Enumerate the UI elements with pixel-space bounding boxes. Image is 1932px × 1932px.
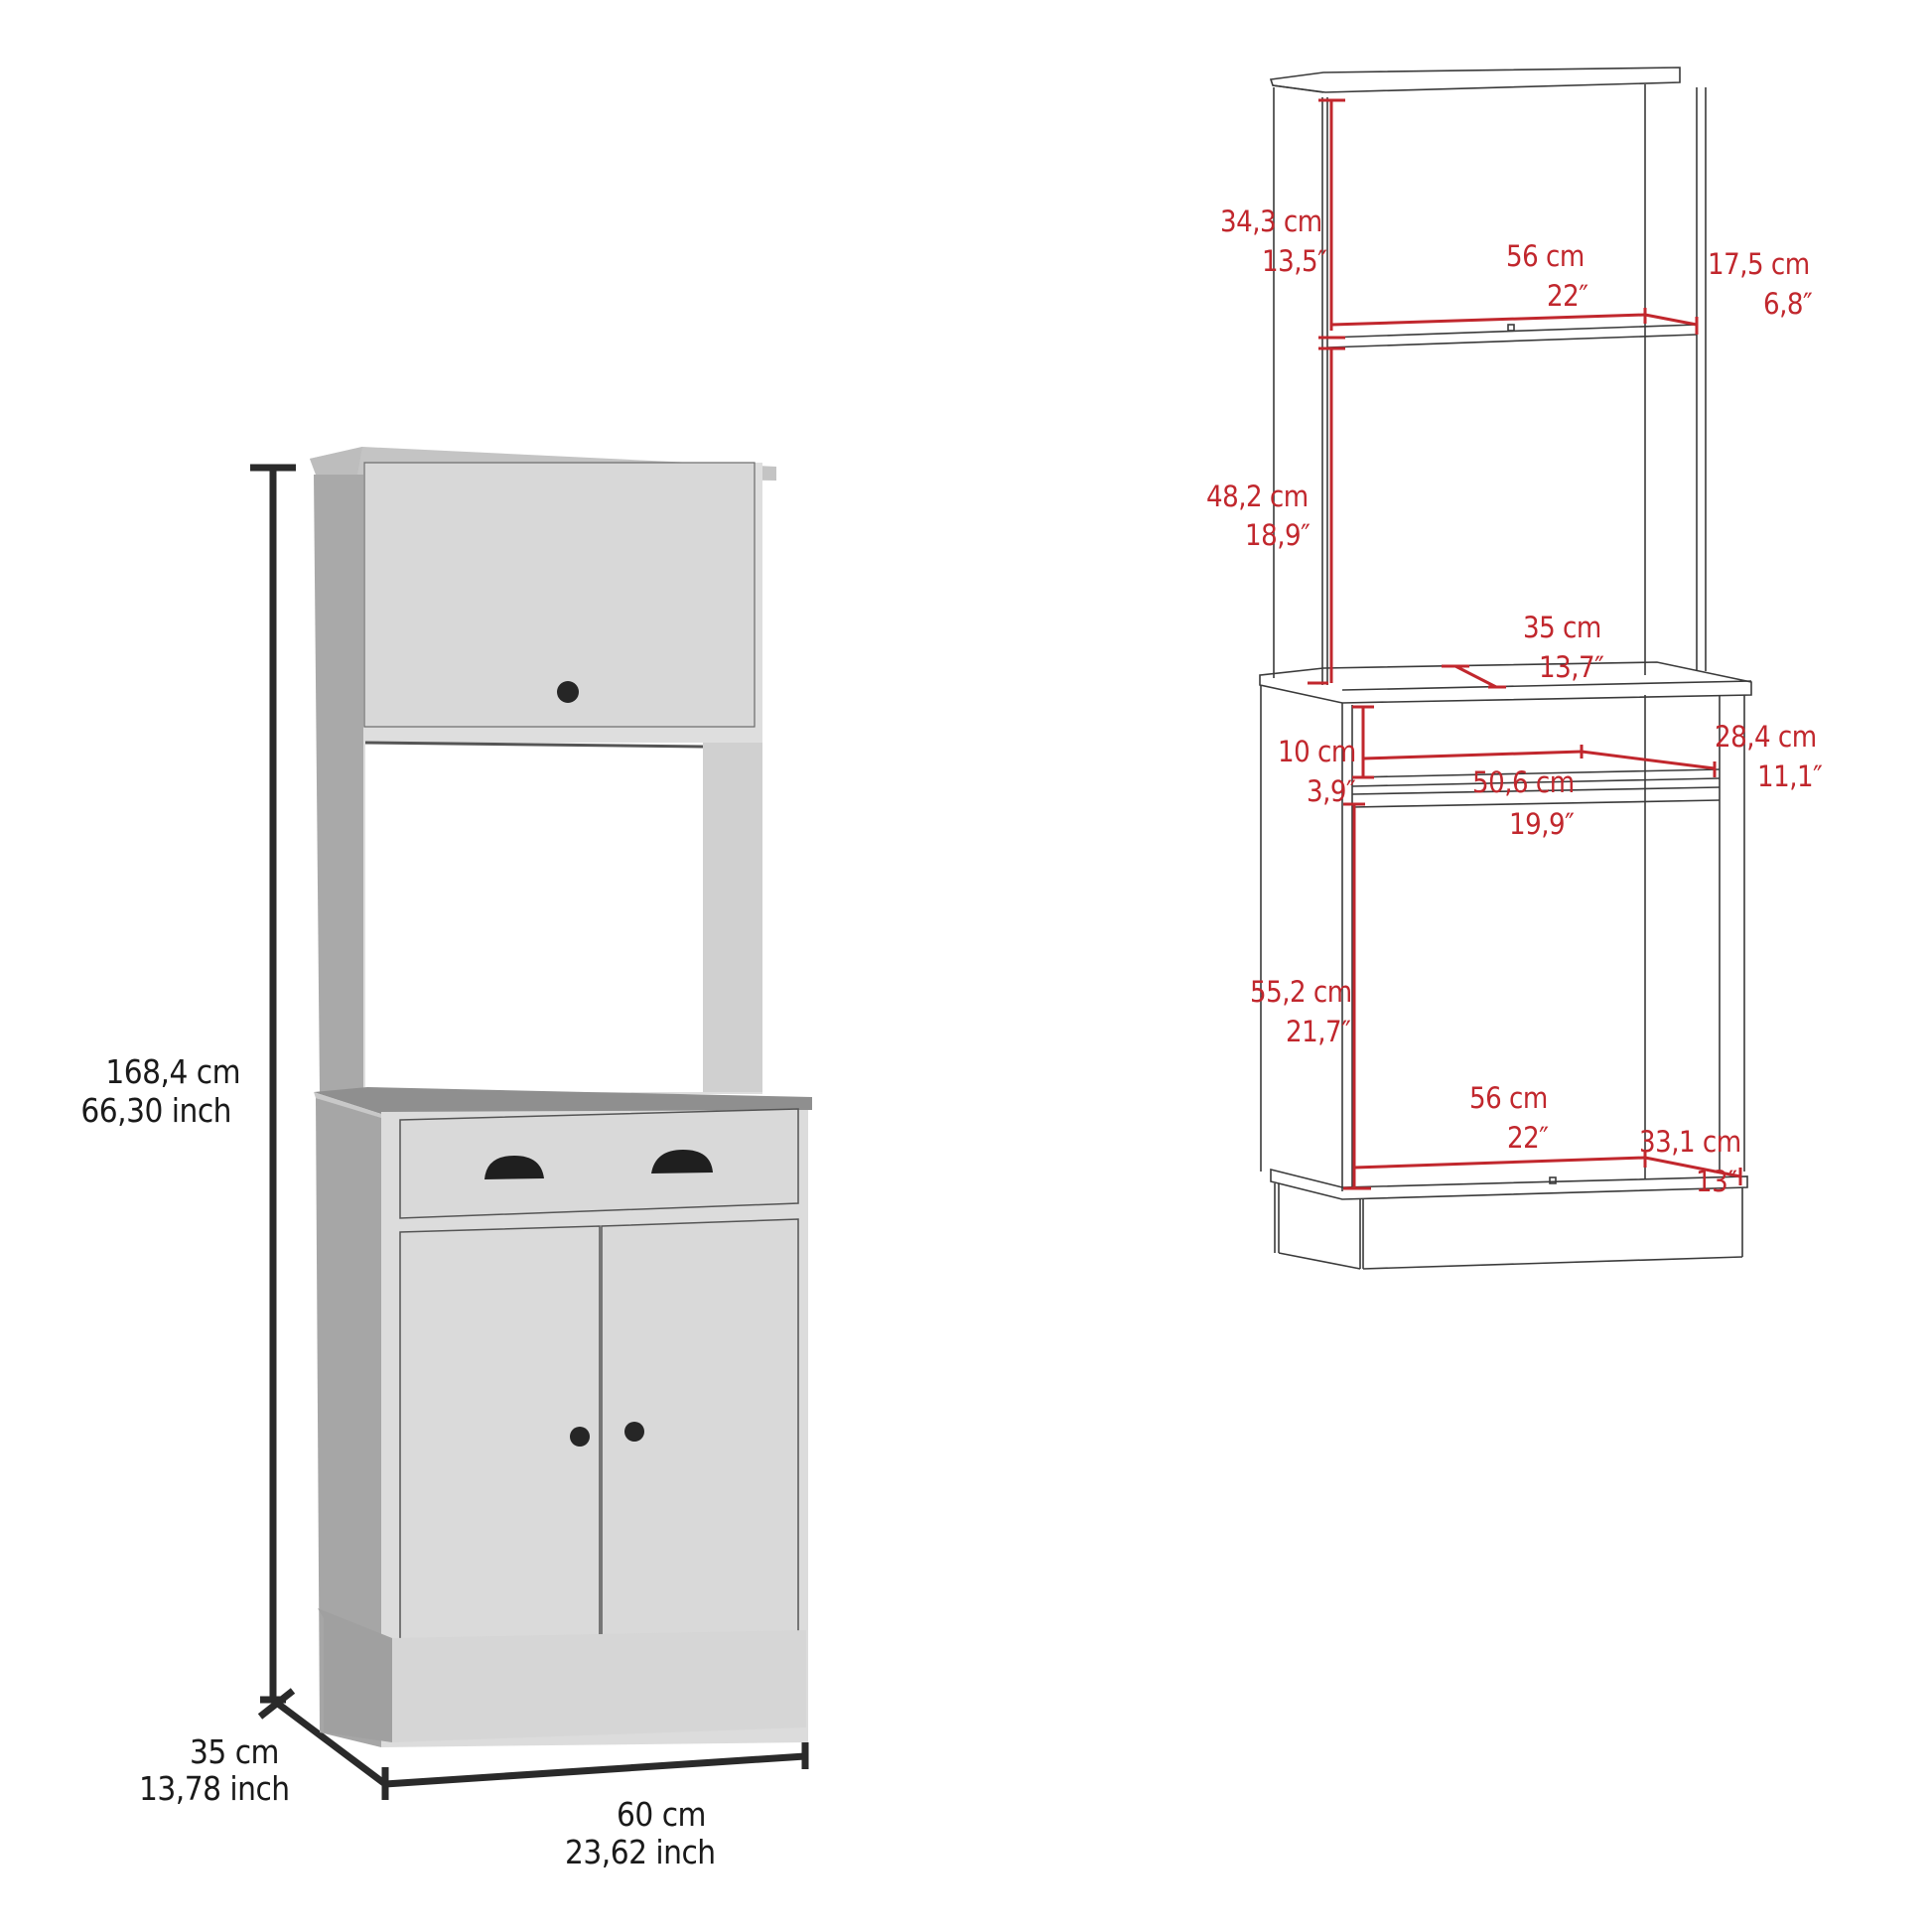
drawer-height-inch: 3,9″ bbox=[1307, 774, 1356, 808]
upper-shelf-depth-cm: 17,5 cm bbox=[1708, 247, 1810, 281]
right-post bbox=[703, 743, 762, 1092]
upper-shelf-depth-inch: 6,8″ bbox=[1763, 287, 1813, 321]
open-area-height-cm: 48,2 cm bbox=[1206, 480, 1309, 513]
width-inch-label: 23,62 inch bbox=[565, 1833, 716, 1871]
width-dimension-line bbox=[384, 1742, 809, 1788]
drawer-front bbox=[399, 1108, 799, 1219]
lower-cabinet-height-cm: 55,2 cm bbox=[1250, 975, 1352, 1009]
upper-flip-door bbox=[363, 462, 756, 728]
open-area-height-inch: 18,9″ bbox=[1245, 518, 1311, 552]
drawer-height-cm: 10 cm bbox=[1278, 735, 1356, 768]
drawer-depth-cm: 28,4 cm bbox=[1715, 720, 1817, 754]
upper-door-knob bbox=[557, 681, 579, 703]
door-knob-right bbox=[624, 1422, 644, 1442]
upper-shelf-height-inch: 13,5″ bbox=[1262, 244, 1327, 278]
upper-shelf-width-inch: 22″ bbox=[1547, 279, 1588, 313]
cabinet bbox=[310, 447, 812, 1747]
upper-shelf-height-cm: 34,3 cm bbox=[1220, 205, 1322, 238]
counter-depth-inch: 13,7″ bbox=[1539, 650, 1604, 684]
drawer-width-cm: 50,6 cm bbox=[1472, 765, 1575, 799]
lower-cabinet-width-cm: 56 cm bbox=[1469, 1081, 1548, 1115]
cabinet-base bbox=[392, 1630, 806, 1742]
depth-cm-label: 35 cm bbox=[190, 1732, 279, 1771]
lower-cabinet-depth-cm: 33,1 cm bbox=[1639, 1125, 1741, 1159]
drawer-width-inch: 19,9″ bbox=[1509, 807, 1575, 841]
cabinet-side-upper bbox=[314, 475, 363, 1094]
drawer-depth-inch: 11,1″ bbox=[1757, 759, 1823, 793]
height-inch-label: 66,30 inch bbox=[80, 1091, 231, 1130]
lower-cabinet-height-inch: 21,7″ bbox=[1286, 1015, 1351, 1048]
counter-depth-cm: 35 cm bbox=[1523, 611, 1601, 644]
upper-shelf-width-cm: 56 cm bbox=[1506, 239, 1585, 273]
dimension-lines bbox=[1308, 98, 1742, 1190]
lower-cabinet-width-inch: 22″ bbox=[1507, 1121, 1549, 1155]
counter-top bbox=[314, 1087, 812, 1114]
outline bbox=[1259, 67, 1752, 1270]
door-knob-left bbox=[570, 1427, 590, 1447]
height-cm-label: 168,4 cm bbox=[105, 1052, 240, 1091]
microwave-open-area bbox=[365, 743, 703, 1092]
depth-inch-label: 13,78 inch bbox=[139, 1769, 290, 1808]
lower-cabinet-depth-inch: 13″ bbox=[1696, 1165, 1737, 1198]
cabinet-side-lower bbox=[316, 1098, 381, 1747]
width-cm-label: 60 cm bbox=[617, 1795, 706, 1834]
drawer-cup-handle-right bbox=[651, 1150, 713, 1173]
drawer-cup-handle-left bbox=[484, 1156, 544, 1179]
